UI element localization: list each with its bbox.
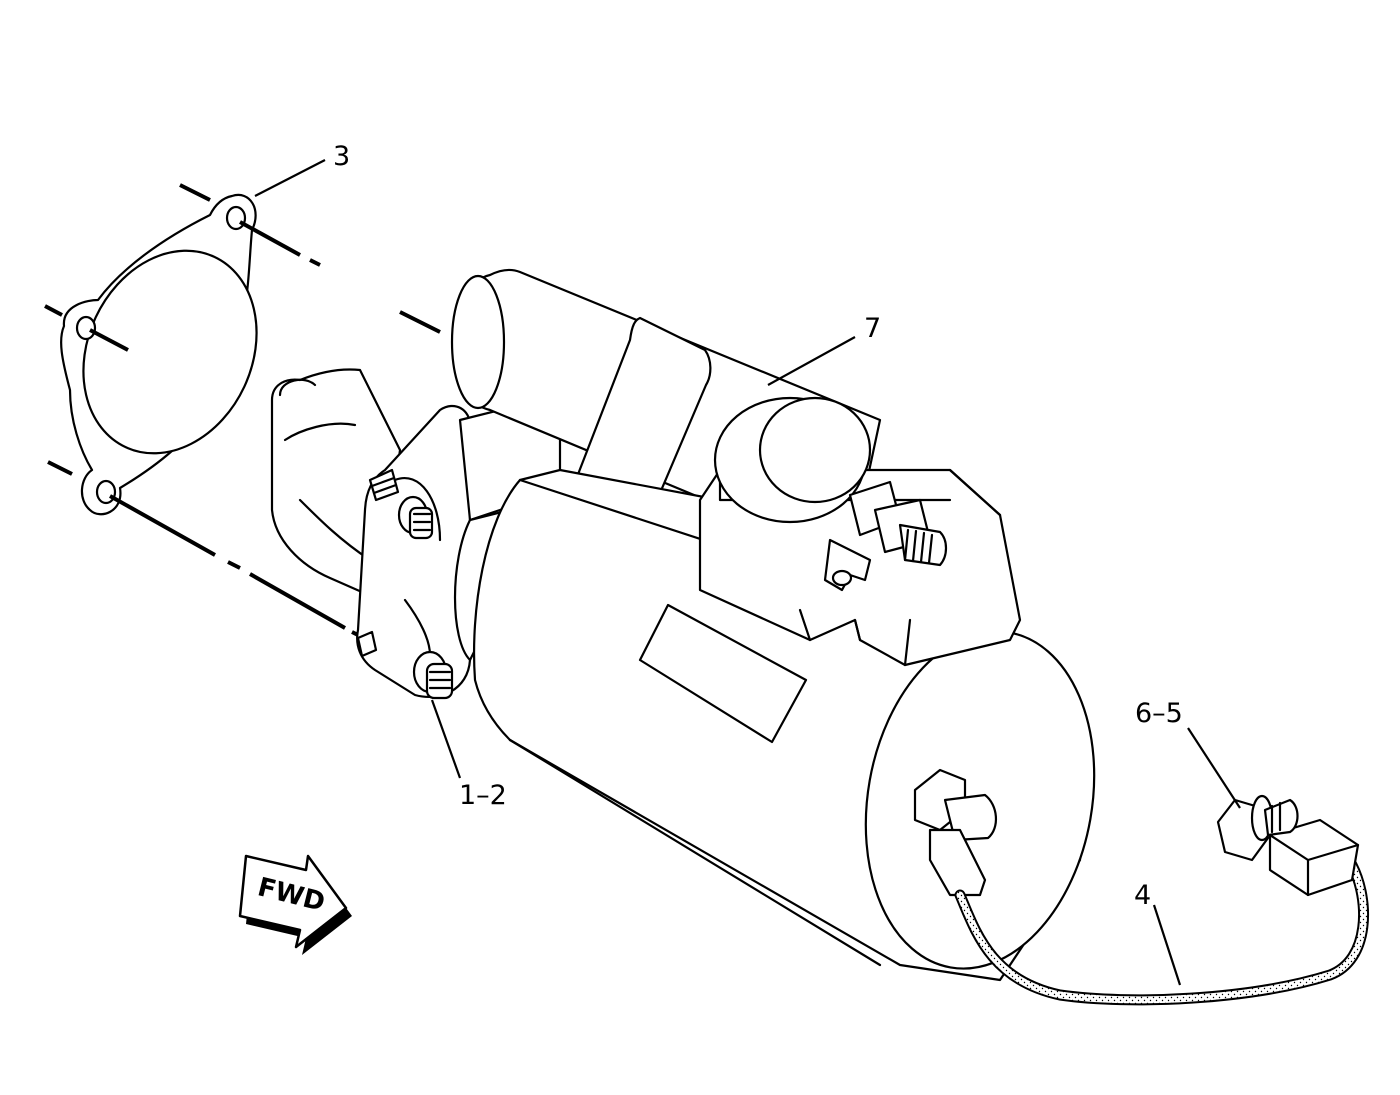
starter-motor (270, 268, 1096, 982)
callout-gasket: 3 (333, 141, 351, 172)
gasket (60, 193, 258, 516)
leader-lines (254, 159, 1241, 986)
callout-starter-motor: 7 (864, 313, 882, 344)
wire-assembly (954, 818, 1370, 1006)
callout-wire-assembly: 4 (1134, 880, 1152, 911)
callout-nut-washer: 6–5 (1135, 698, 1183, 729)
forward-direction-arrow: FWD (238, 854, 352, 955)
callout-bolt-washer: 1–2 (459, 780, 507, 811)
nut-and-washer (1216, 794, 1299, 862)
